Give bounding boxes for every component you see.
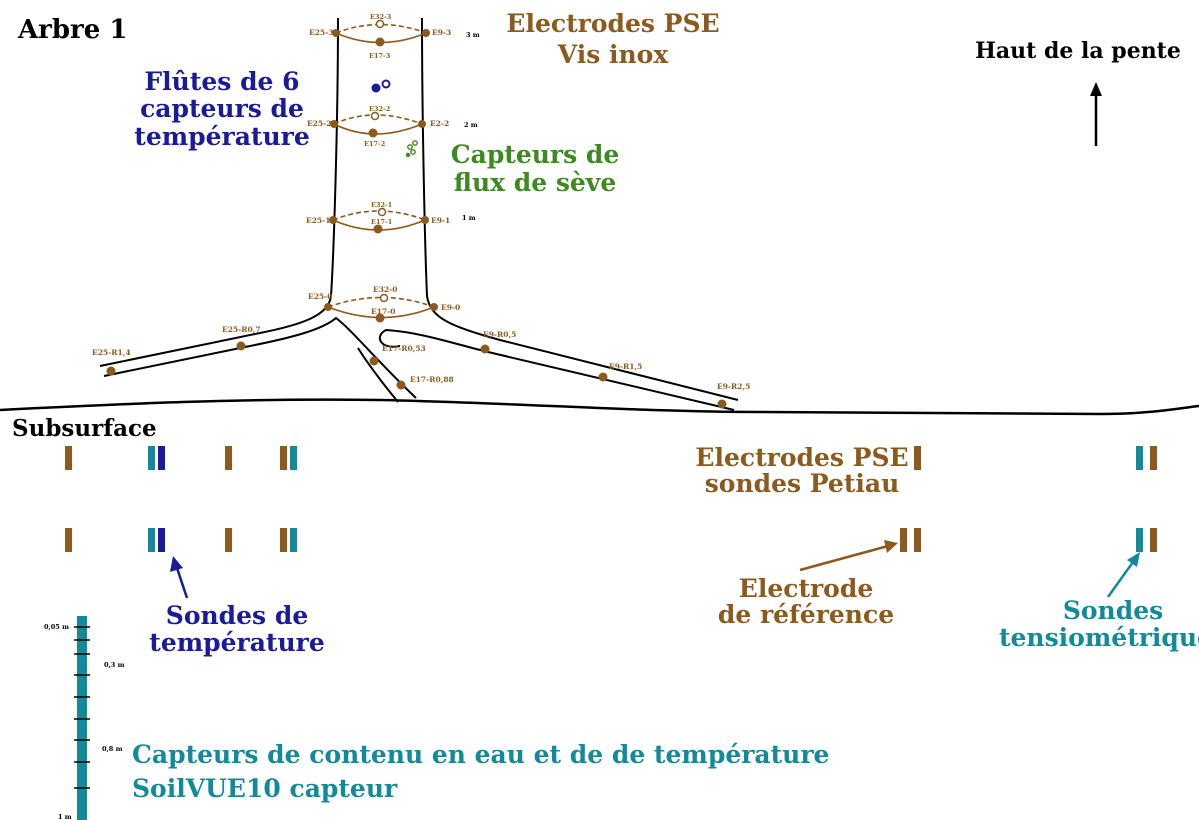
svg-text:sondes Petiau: sondes Petiau: [705, 469, 900, 498]
svg-text:température: température: [149, 628, 324, 657]
svg-text:Vis inox: Vis inox: [557, 40, 670, 69]
height-1m: 1 m: [462, 214, 476, 222]
tensio-arrow: [1106, 552, 1140, 598]
label-e17-r088: E17-R0,88: [410, 375, 454, 384]
label-e2-2: E2-2: [430, 119, 449, 128]
subsurface-title: Subsurface: [12, 415, 157, 442]
label-e9-r15: E9-R1,5: [609, 362, 642, 371]
svg-text:Electrodes PSE: Electrodes PSE: [506, 9, 719, 38]
depth-08: 0,8 m: [102, 745, 123, 753]
label-e25-2: E25-2: [307, 119, 332, 128]
svg-text:Flûtes de 6: Flûtes de 6: [144, 67, 299, 96]
slope-arrow: [1090, 82, 1102, 146]
label-e17-1: E17-1: [371, 218, 392, 226]
soilvue-probe: [74, 616, 90, 820]
label-e9-0: E9-0: [441, 303, 460, 312]
label-e9-r05: E9-R0,5: [483, 330, 516, 339]
label-e25-r14: E25-R1,4: [92, 348, 131, 357]
svg-text:SoilVUE10 capteur: SoilVUE10 capteur: [132, 774, 398, 803]
legend-tensio: Sondes tensiométriques: [999, 596, 1199, 652]
legend-pse-bottom: Electrodes PSE sondes Petiau: [695, 443, 908, 498]
probes-row-1: [65, 446, 1157, 470]
electrode-ring-2: [330, 111, 426, 138]
svg-text:Sondes de: Sondes de: [166, 601, 308, 630]
electrode-ring-0: [324, 293, 438, 323]
label-e32-2: E32-2: [369, 105, 390, 113]
svg-text:flux de sève: flux de sève: [454, 168, 616, 197]
label-e25-3: E25-3: [309, 28, 334, 37]
legend-flutes: Flûtes de 6 capteurs de température: [134, 67, 309, 151]
label-e32-3: E32-3: [370, 13, 392, 21]
label-e17-0: E17-0: [371, 307, 396, 316]
slope-label: Haut de la pente: [975, 38, 1181, 64]
legend-reference: Electrode de référence: [718, 574, 894, 629]
label-e25-0: E25-0: [308, 292, 333, 301]
legend-soilvue: Capteurs de contenu en eau et de de temp…: [132, 740, 829, 803]
height-3m: 3 m: [466, 31, 480, 39]
svg-text:tensiométriques: tensiométriques: [999, 623, 1199, 652]
label-e9-1: E9-1: [431, 216, 450, 225]
electrode-ring-1: [329, 207, 429, 234]
legend-pse-top: Electrodes PSE Vis inox: [506, 9, 719, 69]
depth-1: 1 m: [58, 813, 72, 820]
label-e32-0: E32-0: [373, 285, 398, 294]
svg-text:Capteurs de contenu en eau et: Capteurs de contenu en eau et de de temp…: [132, 740, 829, 769]
temp-probe-arrow: [170, 556, 189, 599]
sapflow-sensor-icon: [405, 140, 418, 158]
tree-outline: [99, 17, 739, 411]
label-e17-r053: E17-R0,53: [382, 344, 426, 353]
svg-text:Capteurs de: Capteurs de: [451, 140, 620, 169]
reference-arrow: [799, 540, 898, 572]
electrode-ring-3: [332, 19, 430, 47]
label-e17-2: E17-2: [364, 140, 385, 148]
depth-03: 0,3 m: [104, 661, 125, 669]
label-e9-r25: E9-R2,5: [717, 382, 750, 391]
flute-sensor-icon: [371, 79, 391, 93]
label-e9-3: E9-3: [432, 28, 451, 37]
depth-005: 0,05 m: [44, 623, 69, 631]
label-e25-r07: E25-R0,7: [222, 325, 261, 334]
probes-row-2: [65, 528, 1157, 552]
label-e32-1: E32-1: [371, 201, 392, 209]
label-e25-1: E25-1: [306, 216, 331, 225]
svg-text:de référence: de référence: [718, 600, 894, 629]
root-electrodes: [106, 341, 727, 409]
tree-title: Arbre 1: [17, 15, 127, 45]
svg-text:température: température: [134, 122, 309, 151]
svg-text:Electrodes PSE: Electrodes PSE: [695, 443, 908, 472]
svg-text:Electrode: Electrode: [739, 574, 873, 603]
height-2m: 2 m: [464, 121, 478, 129]
svg-text:Sondes: Sondes: [1063, 596, 1163, 625]
legend-temp-probes: Sondes de température: [149, 601, 324, 657]
ground-surface: [0, 398, 1199, 416]
label-e17-3: E17-3: [369, 52, 391, 60]
svg-text:capteurs de: capteurs de: [140, 94, 304, 123]
legend-sapflow: Capteurs de flux de sève: [451, 140, 620, 197]
